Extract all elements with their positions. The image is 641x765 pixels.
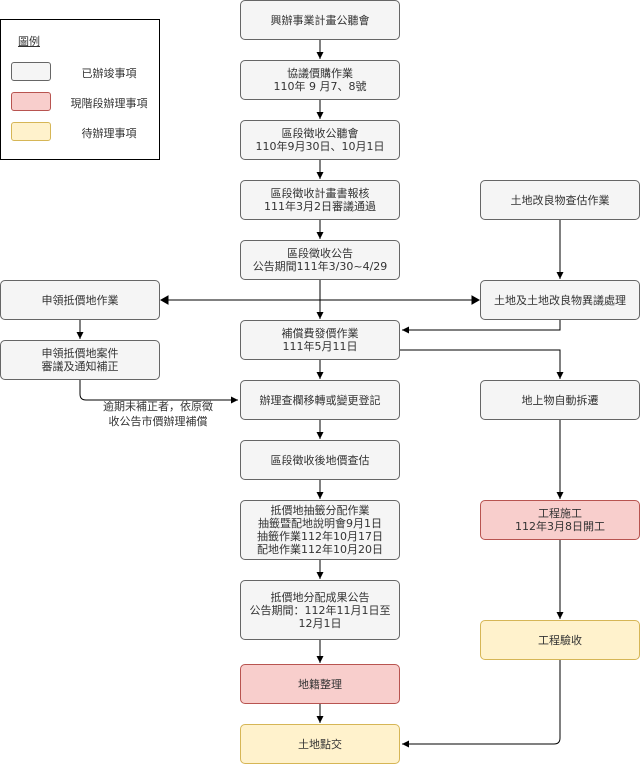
node-plan-approval-line-2: 111年3月2日審議通過 bbox=[264, 200, 376, 213]
node-public-hearing-line-2: 110年9月30日、10月1日 bbox=[255, 140, 385, 153]
node-demolition-line-1: 地上物自動拆遷 bbox=[521, 393, 599, 407]
edge-arrowhead-to-offset-apply bbox=[159, 295, 169, 305]
node-cadastral-line-1: 地籍整理 bbox=[298, 677, 342, 691]
node-handover-line-1: 土地點交 bbox=[298, 737, 342, 751]
edge-review-registration bbox=[79, 380, 238, 404]
node-offset-review-line-2: 審議及通知補正 bbox=[41, 360, 119, 373]
legend-label-current: 現階段辦理事項 bbox=[70, 97, 148, 110]
legend-swatch-todo bbox=[11, 122, 51, 141]
node-negotiation-line-1: 協議價購作業 bbox=[287, 67, 353, 80]
node-demolition: 地上物自動拆遷 bbox=[480, 380, 640, 420]
node-valuation: 區段徵收後地價查估 bbox=[240, 440, 400, 480]
node-allocation: 抵價地抽籤分配作業抽籤暨配地說明會9月1日抽籤作業112年10月17日配地作業1… bbox=[240, 500, 400, 560]
node-offset-review-line-1: 申領抵價地案件 bbox=[41, 347, 119, 360]
legend-title: 圖例 bbox=[18, 35, 40, 48]
node-compensation-line-2: 111年5月11日 bbox=[282, 340, 358, 353]
node-allocation-line-1: 抵價地抽籤分配作業 bbox=[270, 504, 370, 517]
node-compensation-line-1: 補償費發價作業 bbox=[281, 327, 359, 340]
node-announcement-line-1: 區段徵收公告 bbox=[287, 247, 353, 260]
legend-swatch-current bbox=[11, 92, 51, 111]
node-allocation-result-line-2: 公告期間：112年11月1日至 bbox=[249, 603, 391, 617]
node-handover: 土地點交 bbox=[240, 724, 400, 764]
node-allocation-result-line-3: 12月1日 bbox=[298, 616, 342, 630]
node-announcement-line-2: 公告期間111年3/30~4/29 bbox=[252, 260, 388, 273]
node-inspection-line-1: 工程驗收 bbox=[538, 633, 582, 647]
node-hearing-line-1: 興辦事業計畫公聽會 bbox=[270, 13, 370, 27]
node-hearing: 興辦事業計畫公聽會 bbox=[240, 0, 400, 40]
edge-compensation-demolition bbox=[400, 349, 564, 379]
edge-note-line-1: 逾期未補正者，依原徵 bbox=[103, 400, 213, 413]
edge-objection-compensation bbox=[402, 320, 561, 334]
edge-note-line-2: 收公告市價辦理補償 bbox=[108, 415, 208, 428]
node-plan-approval-line-1: 區段徵收計畫書報核 bbox=[270, 187, 370, 200]
node-negotiation-line-2: 110年 9 月7、8號 bbox=[273, 80, 367, 93]
node-announcement: 區段徵收公告公告期間111年3/30~4/29 bbox=[240, 240, 400, 280]
node-land-survey-line-1: 土地改良物查估作業 bbox=[510, 193, 610, 207]
edge-arrowhead-to-objection bbox=[471, 295, 481, 305]
node-allocation-line-3: 抽籤作業112年10月17日 bbox=[257, 530, 383, 543]
node-objection: 土地及土地改良物異議處理 bbox=[480, 280, 640, 320]
node-construction-line-2: 112年3月8日開工 bbox=[515, 520, 605, 533]
node-valuation-line-1: 區段徵收後地價查估 bbox=[270, 453, 370, 467]
node-registration: 辦理查欄移轉或變更登記 bbox=[240, 380, 400, 420]
node-offset-review: 申領抵價地案件審議及通知補正 bbox=[0, 340, 160, 380]
node-public-hearing-line-1: 區段徵收公聽會 bbox=[281, 127, 359, 140]
legend-label-done: 已辦竣事項 bbox=[81, 67, 137, 80]
node-construction-line-1: 工程施工 bbox=[538, 507, 582, 520]
edge-inspection-handover bbox=[402, 660, 561, 748]
node-offset-apply-line-1: 申領抵價地作業 bbox=[41, 293, 119, 307]
edge-note: 逾期未補正者，依原徵 收公告市價辦理補償 bbox=[88, 399, 228, 429]
node-offset-apply: 申領抵價地作業 bbox=[0, 280, 160, 320]
node-registration-line-1: 辦理查欄移轉或變更登記 bbox=[259, 393, 381, 407]
node-allocation-line-4: 配地作業112年10月20日 bbox=[257, 543, 383, 556]
node-objection-line-1: 土地及土地改良物異議處理 bbox=[494, 293, 626, 307]
legend-swatch-done bbox=[11, 62, 51, 81]
node-allocation-result-line-1: 抵價地分配成果公告 bbox=[270, 590, 370, 604]
legend-label-todo: 待辦理事項 bbox=[81, 127, 137, 140]
node-cadastral: 地籍整理 bbox=[240, 664, 400, 704]
legend-panel: 圖例 已辦竣事項 現階段辦理事項 待辦理事項 bbox=[0, 19, 160, 160]
node-inspection: 工程驗收 bbox=[480, 620, 640, 660]
node-land-survey: 土地改良物查估作業 bbox=[480, 180, 640, 220]
node-allocation-line-2: 抽籤暨配地說明會9月1日 bbox=[258, 517, 382, 530]
